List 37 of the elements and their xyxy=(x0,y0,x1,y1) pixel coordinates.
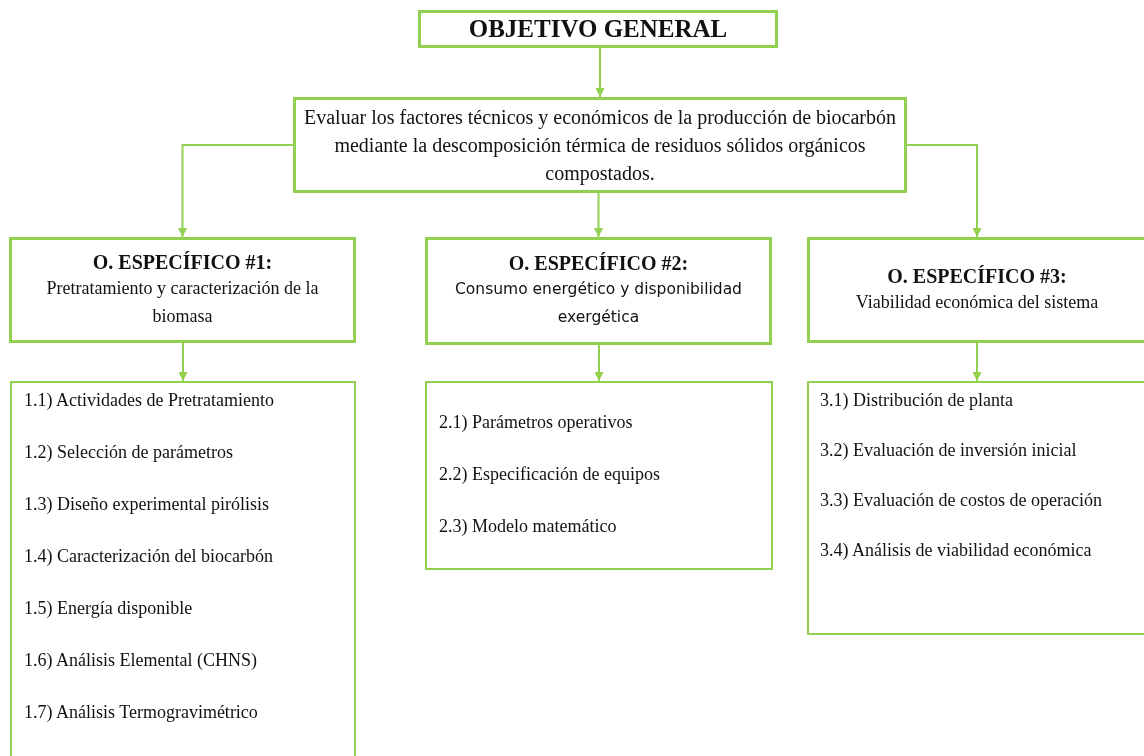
task-item: 2.3) Modelo matemático xyxy=(439,515,618,538)
task-item: 1.3) Diseño experimental pirólisis xyxy=(24,493,270,516)
arrow xyxy=(594,344,604,382)
objective-heading: O. ESPECÍFICO #3: xyxy=(887,264,1067,288)
heading-text: OBJETIVO GENERAL xyxy=(468,15,728,43)
task-item: 1.2) Selección de parámetros xyxy=(24,441,234,464)
arrow xyxy=(178,342,188,382)
task-item: 3.3) Evaluación de costos de operación xyxy=(820,489,1103,512)
arrow xyxy=(595,47,605,98)
objective-description: Consumo energético y disponibilidad exergética xyxy=(454,278,743,328)
objective-description: Pretratamiento y caracterización de la biomasa xyxy=(45,276,320,328)
task-item: 3.1) Distribución de planta xyxy=(820,389,1014,412)
task-item: 3.4) Análisis de viabilidad económica xyxy=(820,539,1093,562)
objective-heading: O. ESPECÍFICO #2: xyxy=(508,251,689,275)
task-list-box xyxy=(807,381,1144,635)
arrow xyxy=(178,144,294,238)
objective-box xyxy=(9,237,356,343)
task-list-box xyxy=(425,381,773,570)
arrow xyxy=(906,144,982,238)
objective-heading: O. ESPECÍFICO #1: xyxy=(92,250,273,274)
objective-text: Evaluar los factores técnicos y económicos de la producción de biocarbón mediante la descomposición térmica de residuos sólidos orgánicos compostados. xyxy=(303,105,897,187)
task-item: 1.4) Caracterización del biocarbón xyxy=(24,545,274,568)
task-item: 2.2) Especificación de equipos xyxy=(439,463,661,486)
objective-box xyxy=(807,237,1144,343)
task-item: 1.5) Energía disponible xyxy=(24,597,194,620)
arrow xyxy=(594,192,603,238)
task-item: 3.2) Evaluación de inversión inicial xyxy=(820,439,1078,462)
title-box xyxy=(418,10,778,48)
arrow xyxy=(972,342,982,382)
task-item: 1.7) Análisis Termogravimétrico xyxy=(24,701,259,724)
task-item: 2.1) Parámetros operativos xyxy=(439,411,634,434)
objective-box xyxy=(293,97,907,193)
objective-box xyxy=(425,237,772,345)
objective-description: Viabilidad económica del sistema xyxy=(854,290,1100,314)
task-list-box xyxy=(10,381,356,756)
task-item: 1.6) Análisis Elemental (CHNS) xyxy=(24,649,258,672)
task-item: 1.1) Actividades de Pretratamiento xyxy=(24,389,275,412)
